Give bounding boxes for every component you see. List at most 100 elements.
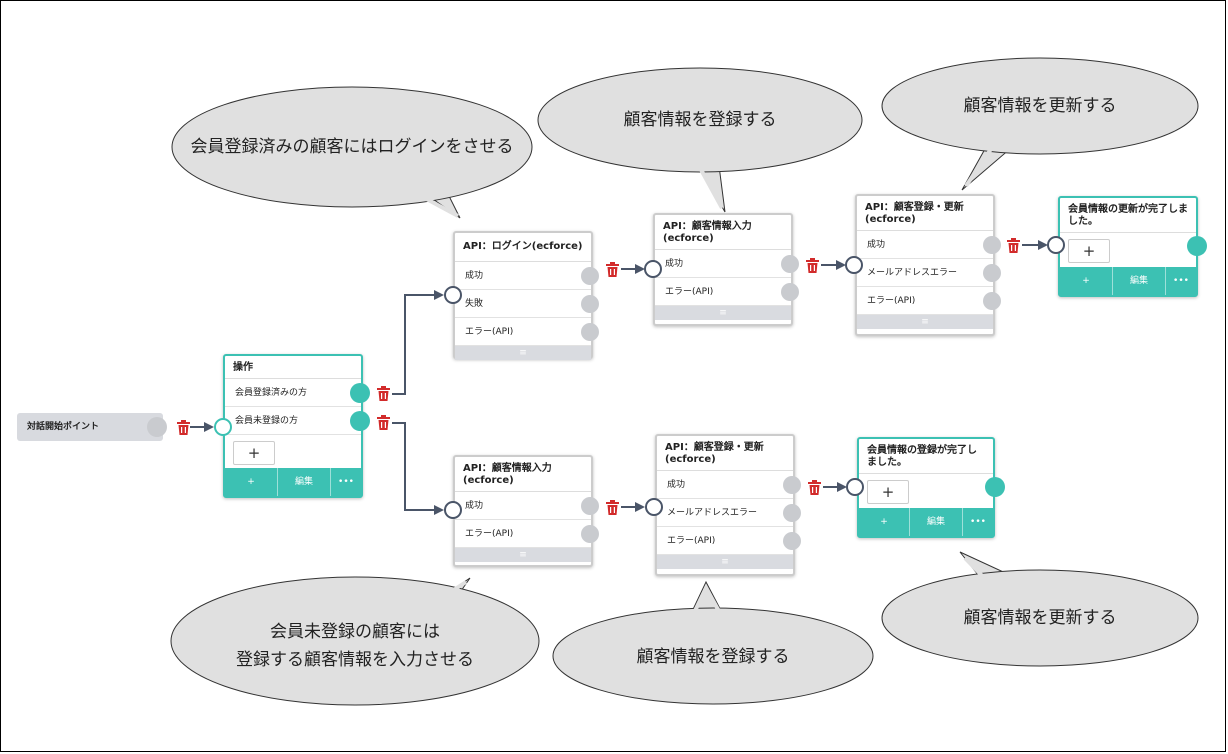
callout-register-top-text: 顧客情報を登録する [623, 110, 777, 130]
output-port[interactable] [581, 295, 599, 313]
output-port[interactable] [983, 236, 1001, 254]
message-updated-output-port[interactable] [1187, 236, 1207, 256]
api-input-bottom-node[interactable]: API：顧客情報入力(ecforce) 成功 エラー(API) ≡ [453, 455, 599, 567]
add-button[interactable]: + [1068, 239, 1110, 263]
callout-login-bubble [171, 86, 533, 219]
output-port[interactable] [783, 504, 801, 522]
trash-icon[interactable] [606, 262, 619, 277]
trash-icon[interactable] [806, 258, 819, 273]
drag-handle-icon[interactable]: ≡ [655, 306, 791, 320]
trash-icon[interactable] [177, 420, 190, 435]
trash-icon[interactable] [377, 415, 390, 430]
connector-member-to-login [392, 290, 444, 395]
operation-input-port[interactable] [214, 418, 232, 436]
callout-update-bottom-text: 顧客情報を更新する [963, 608, 1117, 628]
more-button[interactable]: ••• [970, 517, 986, 527]
operation-footer: + 編集 ••• [225, 468, 361, 496]
api-update-bottom-input-port[interactable] [645, 498, 663, 516]
api-input-top-input-port[interactable] [644, 260, 662, 278]
add-button[interactable]: + [1060, 267, 1113, 295]
drag-handle-icon[interactable]: ≡ [657, 555, 793, 569]
edit-button[interactable]: 編集 [1113, 267, 1166, 295]
message-registered-node[interactable]: 会員情報の登録が完了しました。 + + 編集 ••• [857, 437, 995, 538]
output-port[interactable] [581, 525, 599, 543]
operation-option-nonmember[interactable]: 会員未登録の方 [225, 407, 370, 435]
callout-input-text-line2: 登録する顧客情報を入力させる [236, 650, 474, 670]
operation-output-port[interactable] [350, 411, 370, 431]
api-login-output-success[interactable]: 成功 [455, 262, 599, 290]
api-input-top-output-success[interactable]: 成功 [655, 250, 799, 278]
add-button[interactable]: + [225, 468, 278, 496]
callout-register-bottom-text: 顧客情報を登録する [636, 647, 790, 667]
output-port[interactable] [581, 267, 599, 285]
callout-login-text: 会員登録済みの顧客にはログインをさせる [190, 137, 514, 157]
api-input-bottom-title: API：顧客情報入力(ecforce) [455, 457, 591, 492]
operation-node[interactable]: 操作 会員登録済みの方 会員未登録の方 + + 編集 ••• [223, 354, 370, 498]
output-port[interactable] [783, 476, 801, 494]
api-update-top-output-success[interactable]: 成功 [857, 231, 1001, 259]
api-update-top-output-email-error[interactable]: メールアドレスエラー [857, 259, 1001, 287]
output-port[interactable] [983, 292, 1001, 310]
api-input-bottom-output-success[interactable]: 成功 [455, 492, 599, 520]
trash-icon[interactable] [1007, 238, 1020, 253]
add-button[interactable]: + [867, 480, 909, 504]
api-update-bottom-title: API：顧客登録・更新(ecforce) [657, 436, 793, 471]
drag-handle-icon[interactable]: ≡ [455, 346, 591, 360]
operation-output-port[interactable] [350, 383, 370, 403]
callout-register-bottom-bubble [552, 580, 874, 705]
operation-title: 操作 [225, 356, 361, 379]
api-login-title: API：ログイン(ecforce) [455, 233, 591, 262]
api-input-top-title: API：顧客情報入力(ecforce) [655, 215, 791, 250]
drag-handle-icon[interactable]: ≡ [455, 548, 591, 562]
output-port[interactable] [781, 283, 799, 301]
api-update-top-node[interactable]: API：顧客登録・更新(ecforce) 成功 メールアドレスエラー エラー(A… [855, 194, 1001, 336]
output-port[interactable] [781, 255, 799, 273]
message-updated-footer: + 編集 ••• [1060, 267, 1196, 295]
start-point-node[interactable]: 対話開始ポイント [17, 413, 167, 441]
api-input-top-node[interactable]: API：顧客情報入力(ecforce) 成功 エラー(API) ≡ [653, 213, 799, 326]
api-input-bottom-input-port[interactable] [444, 501, 462, 519]
output-port[interactable] [783, 532, 801, 550]
api-input-bottom-output-error[interactable]: エラー(API) [455, 520, 599, 548]
message-registered-output-port[interactable] [985, 477, 1005, 497]
message-updated-input-port[interactable] [1047, 236, 1065, 254]
edit-button[interactable]: 編集 [278, 468, 331, 496]
callout-input-text-line1: 会員未登録の顧客には [270, 622, 440, 642]
api-update-bottom-output-api-error[interactable]: エラー(API) [657, 527, 801, 555]
add-button[interactable]: + [859, 508, 910, 536]
api-login-output-failure[interactable]: 失敗 [455, 290, 599, 318]
start-point-output-port[interactable] [147, 417, 167, 437]
trash-icon[interactable] [377, 386, 390, 401]
message-registered-footer: + 編集 ••• [859, 508, 993, 536]
api-update-bottom-output-email-error[interactable]: メールアドレスエラー [657, 499, 801, 527]
message-registered-input-port[interactable] [846, 478, 864, 496]
callout-update-bottom-bubble [881, 551, 1199, 667]
callout-input-bubble [170, 576, 540, 706]
message-updated-title: 会員情報の更新が完了しました。 [1068, 204, 1188, 227]
api-login-output-error[interactable]: エラー(API) [455, 318, 599, 346]
operation-option-member[interactable]: 会員登録済みの方 [225, 379, 370, 407]
drag-handle-icon[interactable]: ≡ [857, 315, 993, 329]
api-login-node[interactable]: API：ログイン(ecforce) 成功 失敗 エラー(API) ≡ [453, 231, 599, 360]
message-updated-node[interactable]: 会員情報の更新が完了しました。 + + 編集 ••• [1058, 196, 1198, 297]
api-update-bottom-output-success[interactable]: 成功 [657, 471, 801, 499]
connector-nonmember-to-input [392, 422, 444, 515]
api-update-top-output-api-error[interactable]: エラー(API) [857, 287, 1001, 315]
start-point-label: 対話開始ポイント [27, 422, 100, 432]
add-option-button[interactable]: + [233, 441, 275, 465]
edit-button[interactable]: 編集 [910, 508, 963, 536]
more-button[interactable]: ••• [338, 477, 354, 487]
output-port[interactable] [581, 323, 599, 341]
trash-icon[interactable] [606, 500, 619, 515]
more-button[interactable]: ••• [1173, 276, 1189, 286]
message-registered-title: 会員情報の登録が完了しました。 [867, 445, 977, 468]
callout-update-top-bubble [881, 57, 1199, 191]
trash-icon[interactable] [808, 480, 821, 495]
api-input-top-output-error[interactable]: エラー(API) [655, 278, 799, 306]
api-update-top-input-port[interactable] [845, 256, 863, 274]
api-login-input-port[interactable] [444, 286, 462, 304]
output-port[interactable] [581, 497, 599, 515]
api-update-bottom-node[interactable]: API：顧客登録・更新(ecforce) 成功 メールアドレスエラー エラー(A… [655, 434, 801, 576]
output-port[interactable] [983, 264, 1001, 282]
